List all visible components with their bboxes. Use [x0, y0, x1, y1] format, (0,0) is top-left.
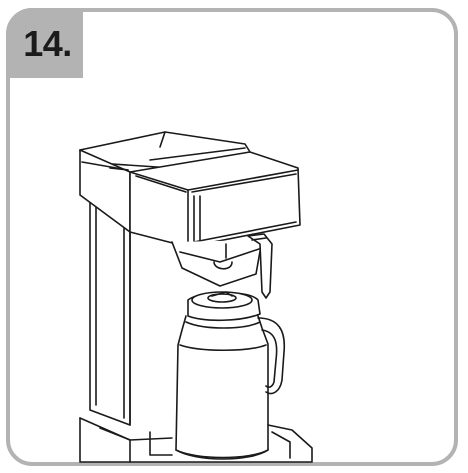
filter-holder [171, 233, 273, 299]
thermal-jug [175, 291, 286, 460]
step-number: 14. [23, 23, 72, 64]
machine-body [89, 194, 131, 426]
drip-tray [79, 417, 313, 463]
step-tab: 14. [6, 8, 83, 78]
machine-head [129, 151, 301, 248]
